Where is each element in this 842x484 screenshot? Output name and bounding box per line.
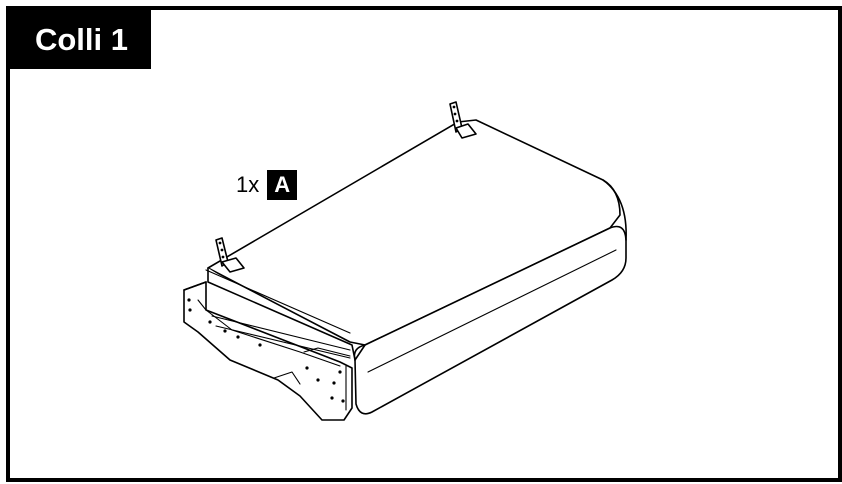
box-top-surface	[207, 119, 621, 346]
base-frame-foot	[273, 371, 301, 385]
hole	[208, 320, 212, 324]
hole	[330, 396, 334, 400]
leg-bracket-left	[215, 237, 245, 273]
base-frame-slat-3	[303, 347, 351, 357]
base-frame-side	[183, 281, 353, 421]
hole	[188, 308, 192, 312]
hole	[316, 378, 320, 382]
leg-bracket-right	[449, 101, 477, 139]
base-frame-top-rail	[183, 281, 207, 291]
package-title-banner: Colli 1	[6, 6, 151, 69]
hole	[305, 366, 309, 370]
box-left-end	[207, 267, 356, 361]
hole	[332, 381, 336, 385]
hole	[341, 399, 345, 403]
hole	[223, 329, 227, 333]
hole	[236, 335, 240, 339]
base-frame-slat-1	[211, 315, 351, 351]
box-face-line	[367, 249, 617, 373]
hole	[338, 370, 342, 374]
illustration-frame	[6, 6, 842, 482]
part-label-badge: A	[267, 170, 298, 200]
hole	[258, 343, 262, 347]
box-front-face	[354, 225, 627, 415]
box-left-lip	[205, 269, 351, 334]
part-quantity-callout: 1x A	[236, 170, 298, 200]
box-end-cap	[602, 179, 627, 241]
part-quantity: 1x	[236, 172, 260, 197]
package-title: Colli 1	[34, 21, 128, 57]
base-frame-slat-2	[215, 325, 351, 359]
hole	[187, 298, 191, 302]
frame-holes	[187, 298, 345, 403]
